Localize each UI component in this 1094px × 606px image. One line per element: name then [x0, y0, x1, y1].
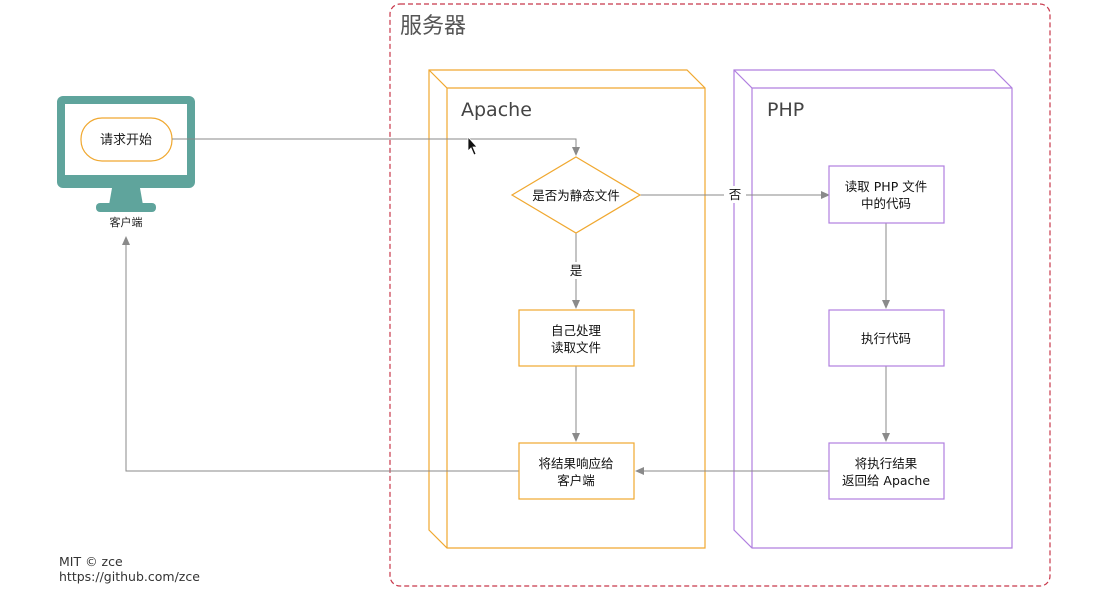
server-title: 服务器 [400, 14, 466, 39]
node-respond-line2: 客户端 [557, 473, 595, 488]
apache-box [428, 69, 706, 549]
footer-url[interactable]: https://github.com/zce [59, 569, 200, 584]
edge-respond-to-client [122, 236, 519, 472]
client-caption: 客户端 [110, 215, 143, 229]
node-read-php-line2: 中的代码 [861, 196, 911, 211]
node-self-process: 自己处理 读取文件 [518, 309, 635, 367]
node-return-line1: 将执行结果 [855, 456, 918, 471]
node-read-php-line1: 读取 PHP 文件 [845, 179, 927, 194]
php-title: PHP [767, 99, 804, 121]
node-return-line2: 返回给 Apache [842, 473, 930, 488]
request-start-button[interactable]: 请求开始 [80, 117, 173, 162]
server-container [389, 3, 1051, 587]
node-execute-label: 执行代码 [861, 331, 911, 346]
node-self-process-line2: 读取文件 [551, 340, 601, 355]
decision-static-file: 是否为静态文件 [510, 156, 642, 234]
request-start-label: 请求开始 [100, 133, 152, 148]
mouse-cursor-icon [467, 135, 478, 156]
edge-label-yes: 是 [570, 263, 583, 278]
node-execute-code: 执行代码 [828, 309, 945, 367]
edge-start-to-decision [172, 138, 580, 156]
node-return-result: 将执行结果 返回给 Apache [828, 442, 945, 500]
apache-title: Apache [461, 99, 532, 121]
footer-license: MIT © zce [59, 554, 123, 569]
node-read-php: 读取 PHP 文件 中的代码 [828, 165, 945, 224]
node-self-process-line1: 自己处理 [551, 323, 602, 338]
node-respond-line1: 将结果响应给 [538, 456, 613, 471]
decision-label: 是否为静态文件 [532, 188, 620, 203]
edge-label-no: 否 [729, 187, 742, 202]
node-respond-client: 将结果响应给 客户端 [518, 442, 635, 500]
